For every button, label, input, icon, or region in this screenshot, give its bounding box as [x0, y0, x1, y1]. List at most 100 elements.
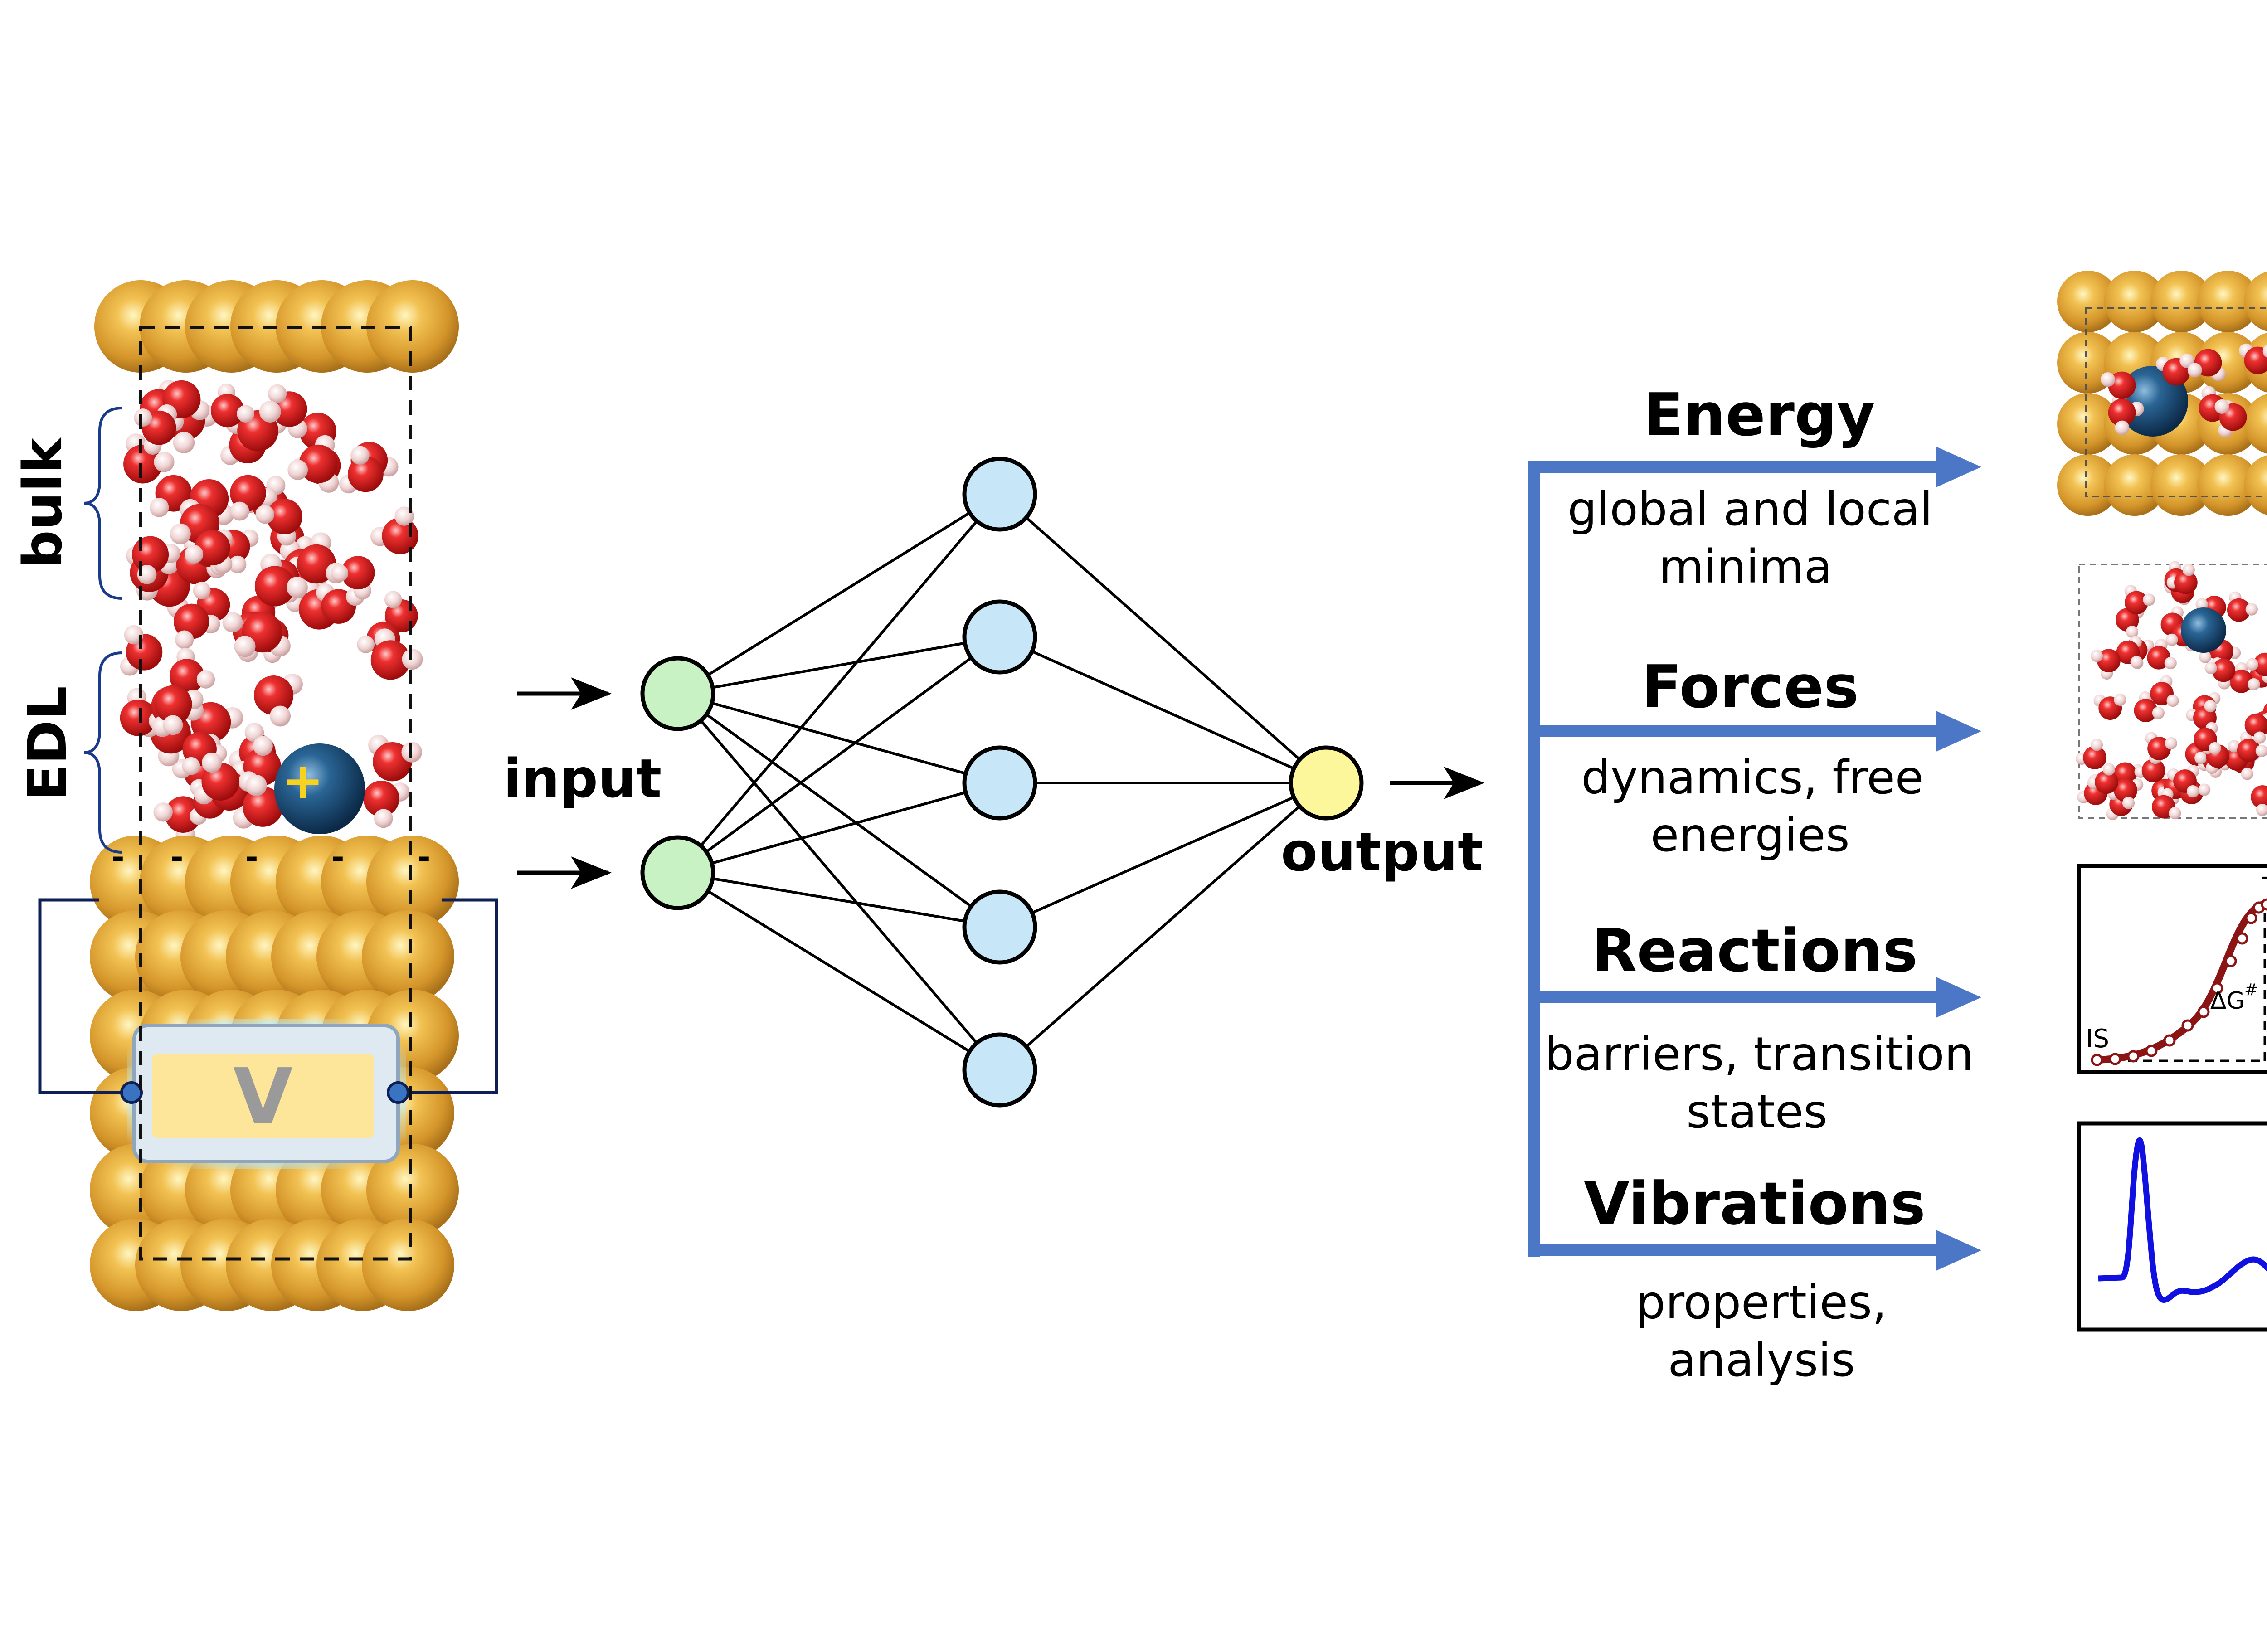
gold-atom: [2150, 271, 2212, 332]
hydrogen-atom: [2256, 803, 2267, 816]
oxygen-atom: [267, 499, 302, 534]
oxygen-atom: [2174, 571, 2198, 594]
hydrogen-atom: [2186, 785, 2199, 798]
oxygen-atom: [210, 394, 244, 428]
gold-atom: [2057, 271, 2119, 332]
hydrogen-atom: [2194, 752, 2207, 764]
hydrogen-atom: [134, 408, 152, 427]
profile-point: [2109, 1053, 2121, 1065]
output-node: [1289, 745, 1364, 821]
oxygen-atom: [154, 685, 192, 723]
gold-atom: [2197, 271, 2259, 332]
oxygen-atom: [2244, 346, 2267, 374]
hydrogen-atom: [237, 405, 254, 423]
oxygen-atom: [195, 530, 230, 566]
oxygen-atom: [120, 699, 157, 736]
hydrogen-atom: [2115, 420, 2130, 435]
forces-desc-2: energies: [1650, 808, 1849, 862]
oxygen-atom: [2134, 699, 2158, 722]
hydrogen-atom: [2114, 693, 2126, 706]
hydrogen-atom: [253, 736, 273, 756]
hydrogen-atom: [153, 802, 173, 822]
hydrogen-atom: [124, 625, 144, 645]
energy-desc-2: minima: [1659, 540, 1833, 594]
oxygen-atom: [243, 786, 283, 827]
hydrogen-atom: [245, 774, 267, 796]
input-node-2: [640, 835, 715, 910]
oxygen-atom: [2113, 762, 2137, 786]
vibrations-desc-2: analysis: [1668, 1333, 1855, 1387]
profile-point: [2261, 898, 2267, 911]
output-label: output: [1281, 821, 1483, 883]
hydrogen-atom: [2195, 598, 2208, 611]
hydrogen-atom: [2090, 649, 2103, 662]
hydrogen-atom: [259, 401, 281, 423]
voltage-circuit: V: [38, 898, 498, 1169]
gold-atom: [2150, 454, 2212, 516]
profile-point: [2163, 1034, 2176, 1047]
gold-atom: [2244, 394, 2267, 454]
hydrogen-atom: [402, 649, 423, 670]
hidden-node-2: [962, 599, 1037, 675]
gold-atom: [362, 910, 454, 1003]
gold-atom: [2104, 454, 2165, 516]
forces-desc-1: dynamics, free: [1581, 751, 1923, 805]
oxygen-atom: [299, 444, 338, 483]
hydrogen-atom: [2166, 694, 2179, 707]
oxygen-atom: [173, 603, 209, 639]
hidden-node-4: [962, 889, 1037, 965]
hydrogen-atom: [2245, 603, 2258, 616]
hydrogen-atom: [234, 636, 256, 657]
reactions-title: Reactions: [1592, 916, 1918, 985]
oxygen-atom: [2125, 591, 2148, 615]
gold-atom: [362, 1219, 454, 1311]
input-node-1: [640, 656, 715, 731]
forces-thumbnail: [2076, 561, 2267, 821]
profile-point: [2127, 1050, 2140, 1063]
hydrogen-atom: [2255, 744, 2267, 758]
hydrogen-atom: [230, 501, 249, 521]
profile-point: [2145, 1045, 2158, 1057]
hydrogen-atom: [170, 523, 191, 544]
profile-point: [2224, 955, 2237, 967]
profile-point: [2091, 1054, 2103, 1066]
hydrogen-atom: [229, 555, 247, 573]
hydrogen-atom: [2198, 783, 2211, 796]
hydrogen-atom: [350, 446, 370, 465]
oxygen-atom: [2114, 778, 2137, 802]
energy-title: Energy: [1643, 380, 1875, 449]
hydrogen-atom: [2126, 625, 2139, 638]
vibration-spectrum-plot: [2077, 1121, 2267, 1332]
oxygen-atom: [253, 675, 294, 715]
oxygen-atom: [2141, 758, 2165, 782]
branch-energy: Energy global and local minima: [1528, 380, 1981, 594]
forces-title: Forces: [1641, 652, 1859, 721]
hydrogen-atom: [2204, 700, 2217, 713]
vibrations-title: Vibrations: [1584, 1169, 1926, 1238]
reactions-desc-2: states: [1686, 1085, 1828, 1139]
branch-vibrations: Vibrations properties, analysis: [1528, 1169, 1981, 1387]
hydrogen-atom: [2253, 731, 2266, 744]
oxygen-atom: [169, 659, 204, 694]
hydrogen-atom: [182, 757, 200, 775]
input-label: input: [503, 747, 662, 810]
gold-atom: [2057, 393, 2119, 455]
oxygen-atom: [348, 456, 384, 492]
profile-point: [2245, 912, 2257, 924]
negative-charge: -: [417, 839, 430, 876]
hydrogen-atom: [2165, 737, 2177, 750]
hydrogen-atom: [175, 630, 194, 649]
hydrogen-atom: [287, 577, 308, 598]
network-nodes: [640, 457, 1364, 1108]
hydrogen-atom: [154, 452, 175, 472]
hydrogen-atom: [2164, 657, 2177, 670]
negative-charge: -: [111, 839, 124, 876]
hydrogen-atom: [384, 591, 402, 608]
bulk-brace: [83, 407, 123, 600]
hidden-node-3: [962, 745, 1037, 821]
oxygen-atom: [2083, 746, 2107, 769]
cation-charge: +: [282, 752, 324, 810]
profile-point: [2181, 1019, 2194, 1032]
hydrogen-atom: [2228, 740, 2240, 753]
oxygen-atom: [370, 640, 410, 680]
